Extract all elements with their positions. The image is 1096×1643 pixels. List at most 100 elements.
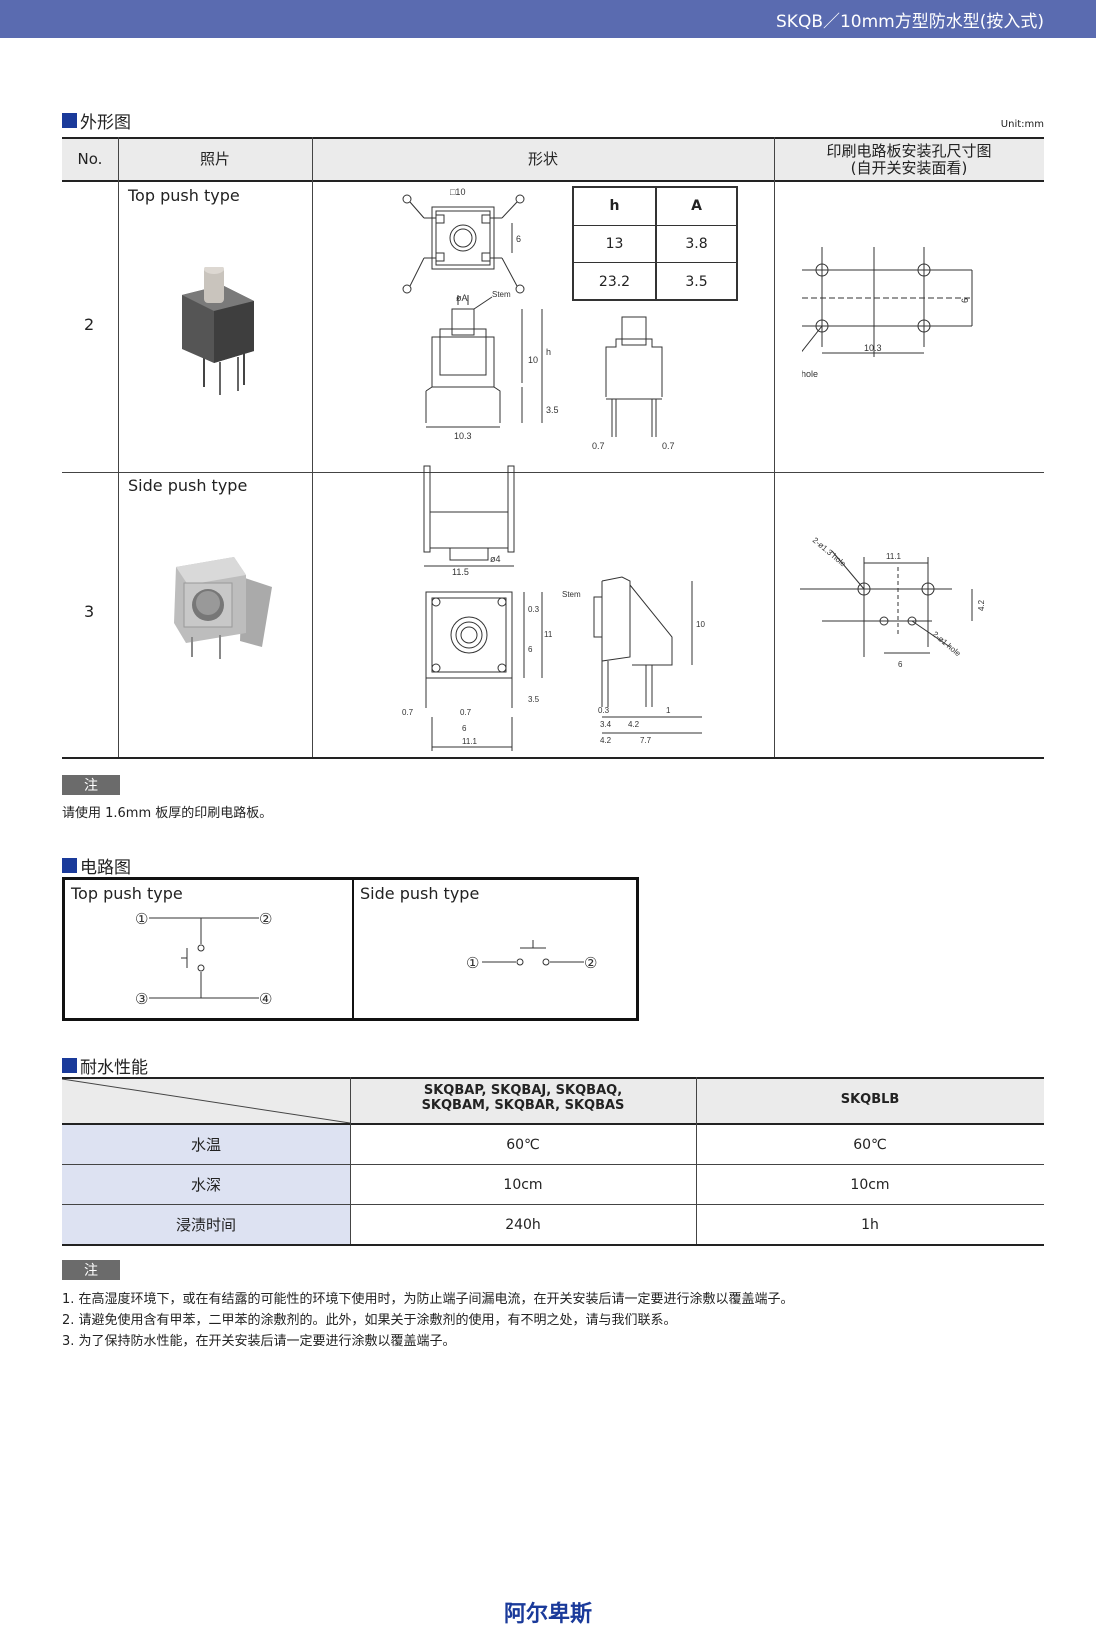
side-dim-phi4: ø4 [490, 554, 501, 564]
note1-tag: 注 [62, 775, 120, 795]
h-a-rule [574, 225, 736, 226]
side-dim-s1: 1 [666, 706, 671, 715]
water-section-heading: 耐水性能 [62, 1053, 148, 1078]
row-no-2: 2 [84, 315, 95, 334]
water-col1-line1: SKQBAP, SKQBAJ, SKQBAQ, [423, 1083, 623, 1098]
water-row-v2: 60℃ [853, 1136, 887, 1153]
header-diagonal [62, 1079, 350, 1123]
side-dim-6b: 6 [462, 724, 467, 733]
col-divider [696, 1077, 697, 1246]
dim-3-5: 3.5 [546, 405, 559, 415]
row-type-top: Top push type [128, 186, 240, 205]
terminal-2: ② [259, 911, 272, 928]
top-push-circuit-schematic: ① ② ③ ④ [135, 911, 272, 1008]
dim-six: 6 [516, 234, 521, 244]
circuit-section-heading: 电路图 [62, 853, 131, 878]
company-logo: 阿尔卑斯 [503, 1602, 592, 1627]
terminal-1b: ① [466, 955, 479, 972]
terminal-3: ③ [135, 991, 148, 1008]
side-dim-6: 6 [528, 645, 533, 654]
circuit-right-label: Side push type [360, 884, 480, 903]
side-dim-s34: 3.4 [600, 720, 612, 729]
dim-stem: Stem [492, 290, 511, 299]
col-divider [118, 137, 119, 759]
pcb-hole-1-3: 2-ø1.3 hole [811, 536, 848, 569]
h-a-cell: 13 [605, 236, 624, 252]
side-stem-label: Stem [562, 590, 581, 599]
side-dim-10: 10 [696, 620, 705, 629]
circuit-diagram-box: Top push type Side push type ① ② ③ ④ ① ② [62, 877, 639, 1021]
water-row-v2: 10cm [850, 1176, 890, 1193]
col-photo: 照片 [199, 150, 230, 168]
water-col2-header: SKQBLB [840, 1092, 900, 1107]
side-dim-0-3: 0.3 [528, 605, 540, 614]
top-push-side-drawing: 0.7 0.7 [592, 316, 675, 451]
dim-ten: 10 [528, 355, 538, 365]
col-pcb: 印刷电路板安装孔尺寸图 (自开关安装面看) [774, 139, 1044, 180]
row-divider [62, 472, 1044, 473]
side-dim-11: 11 [544, 630, 552, 639]
h-a-cell: 3.5 [685, 274, 708, 290]
side-push-shape-drawing: 11.5 ø4 0.3 6 11 3.5 [423, 465, 552, 708]
h-a-cell: 23.2 [598, 274, 631, 290]
side-dim-s03: 0.3 [598, 706, 610, 715]
col-no: No. [77, 150, 103, 168]
h-a-header-a: A [691, 198, 702, 214]
pcb-dim-6b: 6 [898, 660, 903, 669]
water-row-label: 水温 [62, 1125, 350, 1164]
note2-tag: 注 [62, 1260, 120, 1280]
side-dim-11-5: 11.5 [452, 567, 469, 577]
h-a-table: h A 13 3.8 23.2 3.5 [572, 186, 738, 301]
col-pcb-line1: 印刷电路板安装孔尺寸图 [826, 141, 992, 160]
outline-section-heading: 外形图 [62, 108, 131, 133]
page-title: SKQB／10mm方型防水型(按入式) [776, 12, 1044, 32]
h-a-rule [574, 262, 736, 263]
side-dim-3-5: 3.5 [528, 695, 540, 704]
terminal-2b: ② [584, 955, 597, 972]
water-table-header: SKQBAP, SKQBAJ, SKQBAQ, SKQBAM, SKQBAR, … [62, 1077, 1044, 1125]
terminal-1: ① [135, 911, 148, 928]
water-col1-line2: SKQBAM, SKQBAR, SKQBAS [421, 1098, 625, 1113]
col-divider [312, 137, 313, 759]
row-type-side: Side push type [128, 476, 248, 495]
note1-text: 请使用 1.6mm 板厚的印刷电路板。 [62, 806, 273, 821]
top-push-shape-drawing: □10 6 øA Stem 10 h 3.5 10.3 [402, 187, 559, 441]
terminal-4: ④ [259, 991, 272, 1008]
header-bar: SKQB／10mm方型防水型(按入式) [0, 0, 1096, 38]
pcb-dim-10-3: 10.3 [864, 343, 882, 353]
side-dim-0-7-a: 0.7 [402, 708, 414, 717]
pcb-dim-6: 6 [960, 298, 970, 303]
pcb-dim-11-1: 11.1 [886, 552, 902, 561]
water-row: 水深 10cm 10cm [62, 1165, 1044, 1204]
section-marker-icon [62, 113, 77, 128]
unit-label: Unit:mm [1000, 119, 1044, 130]
side-dim-0-7-b: 0.7 [460, 708, 472, 717]
water-row: 浸渍时间 240h 1h [62, 1205, 1044, 1244]
water-row: 水温 60℃ 60℃ [62, 1125, 1044, 1164]
col-divider [350, 1077, 351, 1246]
circuit-section-title: 电路图 [80, 858, 131, 878]
dim-0-7-b: 0.7 [662, 441, 675, 451]
col-divider [774, 137, 775, 759]
side-dim-s42b: 4.2 [600, 736, 612, 745]
row-divider [62, 1204, 1044, 1205]
table-bottom-rule [62, 757, 1044, 759]
note2-line-3: 3. 为了保持防水性能，在开关安装后请一定要进行涂敷以覆盖端子。 [62, 1334, 456, 1349]
h-a-cell: 3.8 [685, 236, 708, 252]
water-row-label: 浸渍时间 [62, 1205, 350, 1244]
circuit-divider [352, 880, 354, 1018]
circuit-left-label: Top push type [71, 884, 183, 903]
dim-square10: □10 [450, 187, 465, 197]
water-row-v1: 60℃ [506, 1136, 540, 1153]
water-table: SKQBAP, SKQBAJ, SKQBAQ, SKQBAM, SKQBAR, … [62, 1077, 1044, 1246]
side-dim-11-1: 11.1 [462, 737, 478, 746]
pcb-hole-label: 4-ø1 hole [802, 369, 818, 379]
water-row-v2: 1h [861, 1216, 879, 1233]
water-section-title: 耐水性能 [80, 1058, 148, 1078]
note2-line-2: 2. 请避免使用含有甲苯，二甲苯的涂敷剂的。此外，如果关于涂敷剂的使用，有不明之… [62, 1313, 677, 1328]
table-bottom-rule [62, 1244, 1044, 1246]
pcb-dim-4-2: 4.2 [977, 599, 986, 611]
side-push-bottom-dims: 0.7 0.7 6 11.1 [402, 708, 513, 751]
side-dim-s42: 4.2 [628, 720, 640, 729]
dim-h: h [546, 347, 551, 357]
